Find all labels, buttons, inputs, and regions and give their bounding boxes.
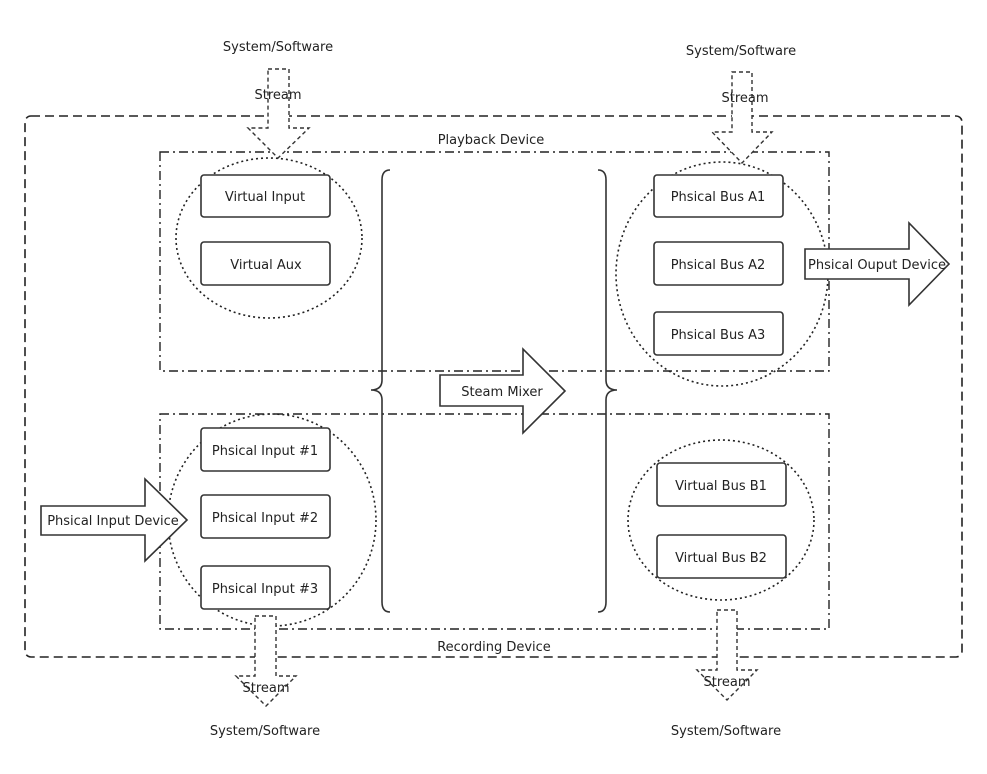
virtual-aux-label: Virtual Aux	[230, 258, 302, 273]
left-brace	[370, 169, 391, 613]
stream-arrow-bottom-right	[695, 609, 759, 701]
stream-target-bottom-right: System/Software	[671, 724, 781, 739]
stream-source-top-left: System/Software	[223, 40, 333, 55]
stream-arrow-top-right	[710, 71, 774, 165]
physical-input-device-label: Phsical Input Device	[47, 514, 179, 529]
virtual-input-box: Virtual Input	[200, 174, 331, 218]
physical-input-3-label: Phsical Input #3	[212, 582, 318, 597]
physical-input-device-arrow	[40, 477, 189, 563]
physical-input-2-label: Phsical Input #2	[212, 511, 318, 526]
physical-bus-a3-box: Phsical Bus A3	[653, 311, 784, 356]
stream-arrow-top-left	[246, 68, 311, 159]
steam-mixer-arrow	[439, 347, 567, 435]
stream-target-bottom-left: System/Software	[210, 724, 320, 739]
stream-source-top-right: System/Software	[686, 44, 796, 59]
physical-bus-a2-box: Phsical Bus A2	[653, 241, 784, 286]
outer-device-frame	[24, 115, 963, 658]
physical-output-device-label: Phsical Ouput Device	[808, 258, 946, 273]
virtual-input-label: Virtual Input	[225, 190, 305, 205]
virtual-buses-ellipse	[627, 439, 815, 601]
playback-group	[159, 151, 830, 372]
right-brace	[597, 169, 618, 613]
physical-input-1-label: Phsical Input #1	[212, 444, 318, 459]
virtual-bus-b2-box: Virtual Bus B2	[656, 534, 787, 579]
physical-inputs-ellipse	[167, 413, 377, 627]
physical-bus-a3-label: Phsical Bus A3	[671, 328, 766, 343]
playback-device-label: Playback Device	[438, 133, 545, 148]
virtual-bus-b1-box: Virtual Bus B1	[656, 462, 787, 507]
physical-bus-a1-label: Phsical Bus A1	[671, 190, 766, 205]
stream-label-top-left: Stream	[254, 88, 301, 103]
virtual-aux-box: Virtual Aux	[200, 241, 331, 286]
stream-label-top-right: Stream	[721, 91, 768, 106]
physical-input-2-box: Phsical Input #2	[200, 494, 331, 539]
physical-input-1-box: Phsical Input #1	[200, 427, 331, 472]
physical-output-device-arrow	[804, 221, 951, 307]
steam-mixer-label: Steam Mixer	[461, 385, 543, 400]
stream-arrow-bottom-left	[234, 615, 298, 707]
virtual-inputs-ellipse	[175, 157, 363, 319]
recording-device-label: Recording Device	[437, 640, 551, 655]
virtual-bus-b2-label: Virtual Bus B2	[675, 551, 767, 566]
physical-input-3-box: Phsical Input #3	[200, 565, 331, 610]
stream-label-bottom-left: Stream	[242, 681, 289, 696]
physical-bus-a1-box: Phsical Bus A1	[653, 174, 784, 218]
virtual-bus-b1-label: Virtual Bus B1	[675, 479, 767, 494]
physical-bus-a2-label: Phsical Bus A2	[671, 258, 766, 273]
stream-label-bottom-right: Stream	[703, 675, 750, 690]
